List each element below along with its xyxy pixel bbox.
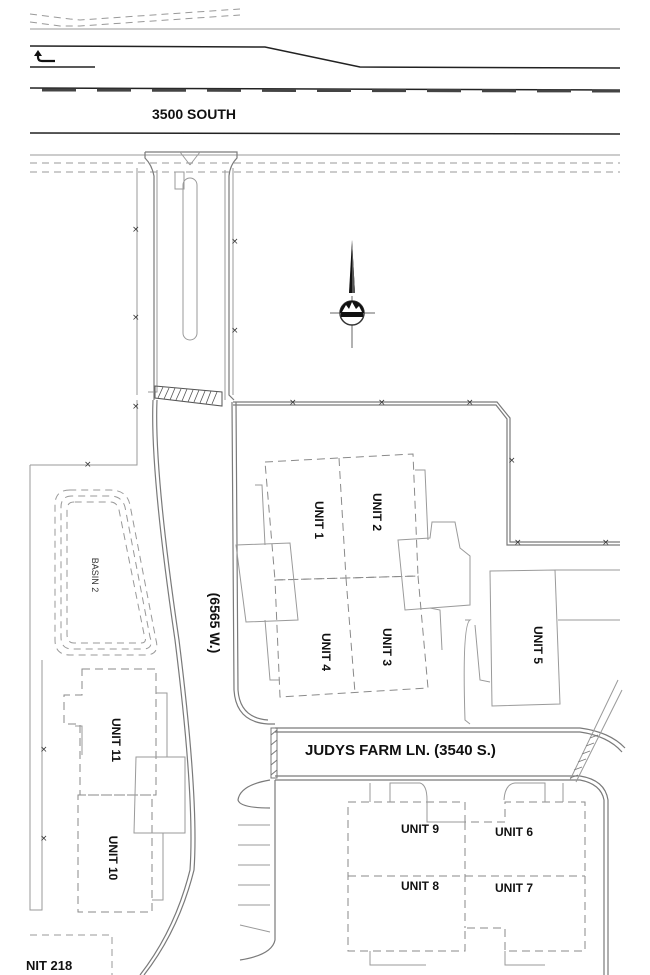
- unit-label-2: UNIT 2: [370, 492, 384, 531]
- unit-label-4: UNIT 4: [319, 632, 333, 671]
- fence-marker: ×: [132, 313, 140, 323]
- top-dashed-lines: [29, 8, 241, 27]
- units-6-9-building: [347, 782, 586, 966]
- fence-marker: ×: [602, 538, 610, 548]
- left-turn-arrow-icon: [34, 50, 55, 63]
- unit-5-building: [463, 569, 620, 725]
- road-label-judys-farm-lane: JUDYS FARM LN. (3540 S.): [305, 742, 496, 759]
- road-label-3500-south: 3500 SOUTH: [152, 106, 237, 122]
- fence-marker: ×: [132, 402, 140, 412]
- fence-marker: ×: [508, 456, 516, 466]
- unit-label-3: UNIT 3: [380, 627, 394, 666]
- fence-marker: ×: [40, 745, 48, 755]
- basin-label: BASIN 2: [90, 557, 100, 593]
- main-road-lines: [29, 28, 621, 173]
- fence-marker: ×: [289, 398, 297, 408]
- fence-marker: ×: [231, 326, 239, 336]
- road-label-6565-west: (6565 W.): [207, 592, 223, 654]
- fence-marker: ×: [231, 237, 239, 247]
- units-10-11-building: [63, 668, 186, 913]
- unit-label-10: UNIT 10: [106, 835, 120, 881]
- basin-2: [54, 489, 158, 656]
- unit-label-9: UNIT 9: [401, 822, 440, 836]
- fence-marker: ×: [132, 225, 140, 235]
- unit-label-7: UNIT 7: [495, 881, 534, 895]
- corner-note: NIT 218: [26, 958, 73, 973]
- unit-label-8: UNIT 8: [401, 879, 440, 893]
- north-arrow-icon: [330, 240, 375, 348]
- west-boundary: [30, 660, 113, 975]
- unit-label-11: UNIT 11: [109, 717, 123, 762]
- unit-label-1: UNIT 1: [312, 500, 326, 539]
- lane-road: [237, 679, 626, 975]
- units-1-4-building: [235, 453, 471, 698]
- fence-marker: ×: [514, 538, 522, 548]
- entrance-driveway: [136, 151, 238, 401]
- unit-label-5: UNIT 5: [531, 625, 545, 664]
- fence-marker: ×: [466, 398, 474, 408]
- hatched-crosswalk: [154, 385, 223, 407]
- fence-marker: ×: [84, 460, 92, 470]
- fence-marker: ×: [40, 834, 48, 844]
- unit-label-6: UNIT 6: [495, 825, 534, 839]
- fence-marker: ×: [378, 398, 386, 408]
- internal-road: [139, 399, 275, 975]
- parking-stalls: [238, 780, 276, 961]
